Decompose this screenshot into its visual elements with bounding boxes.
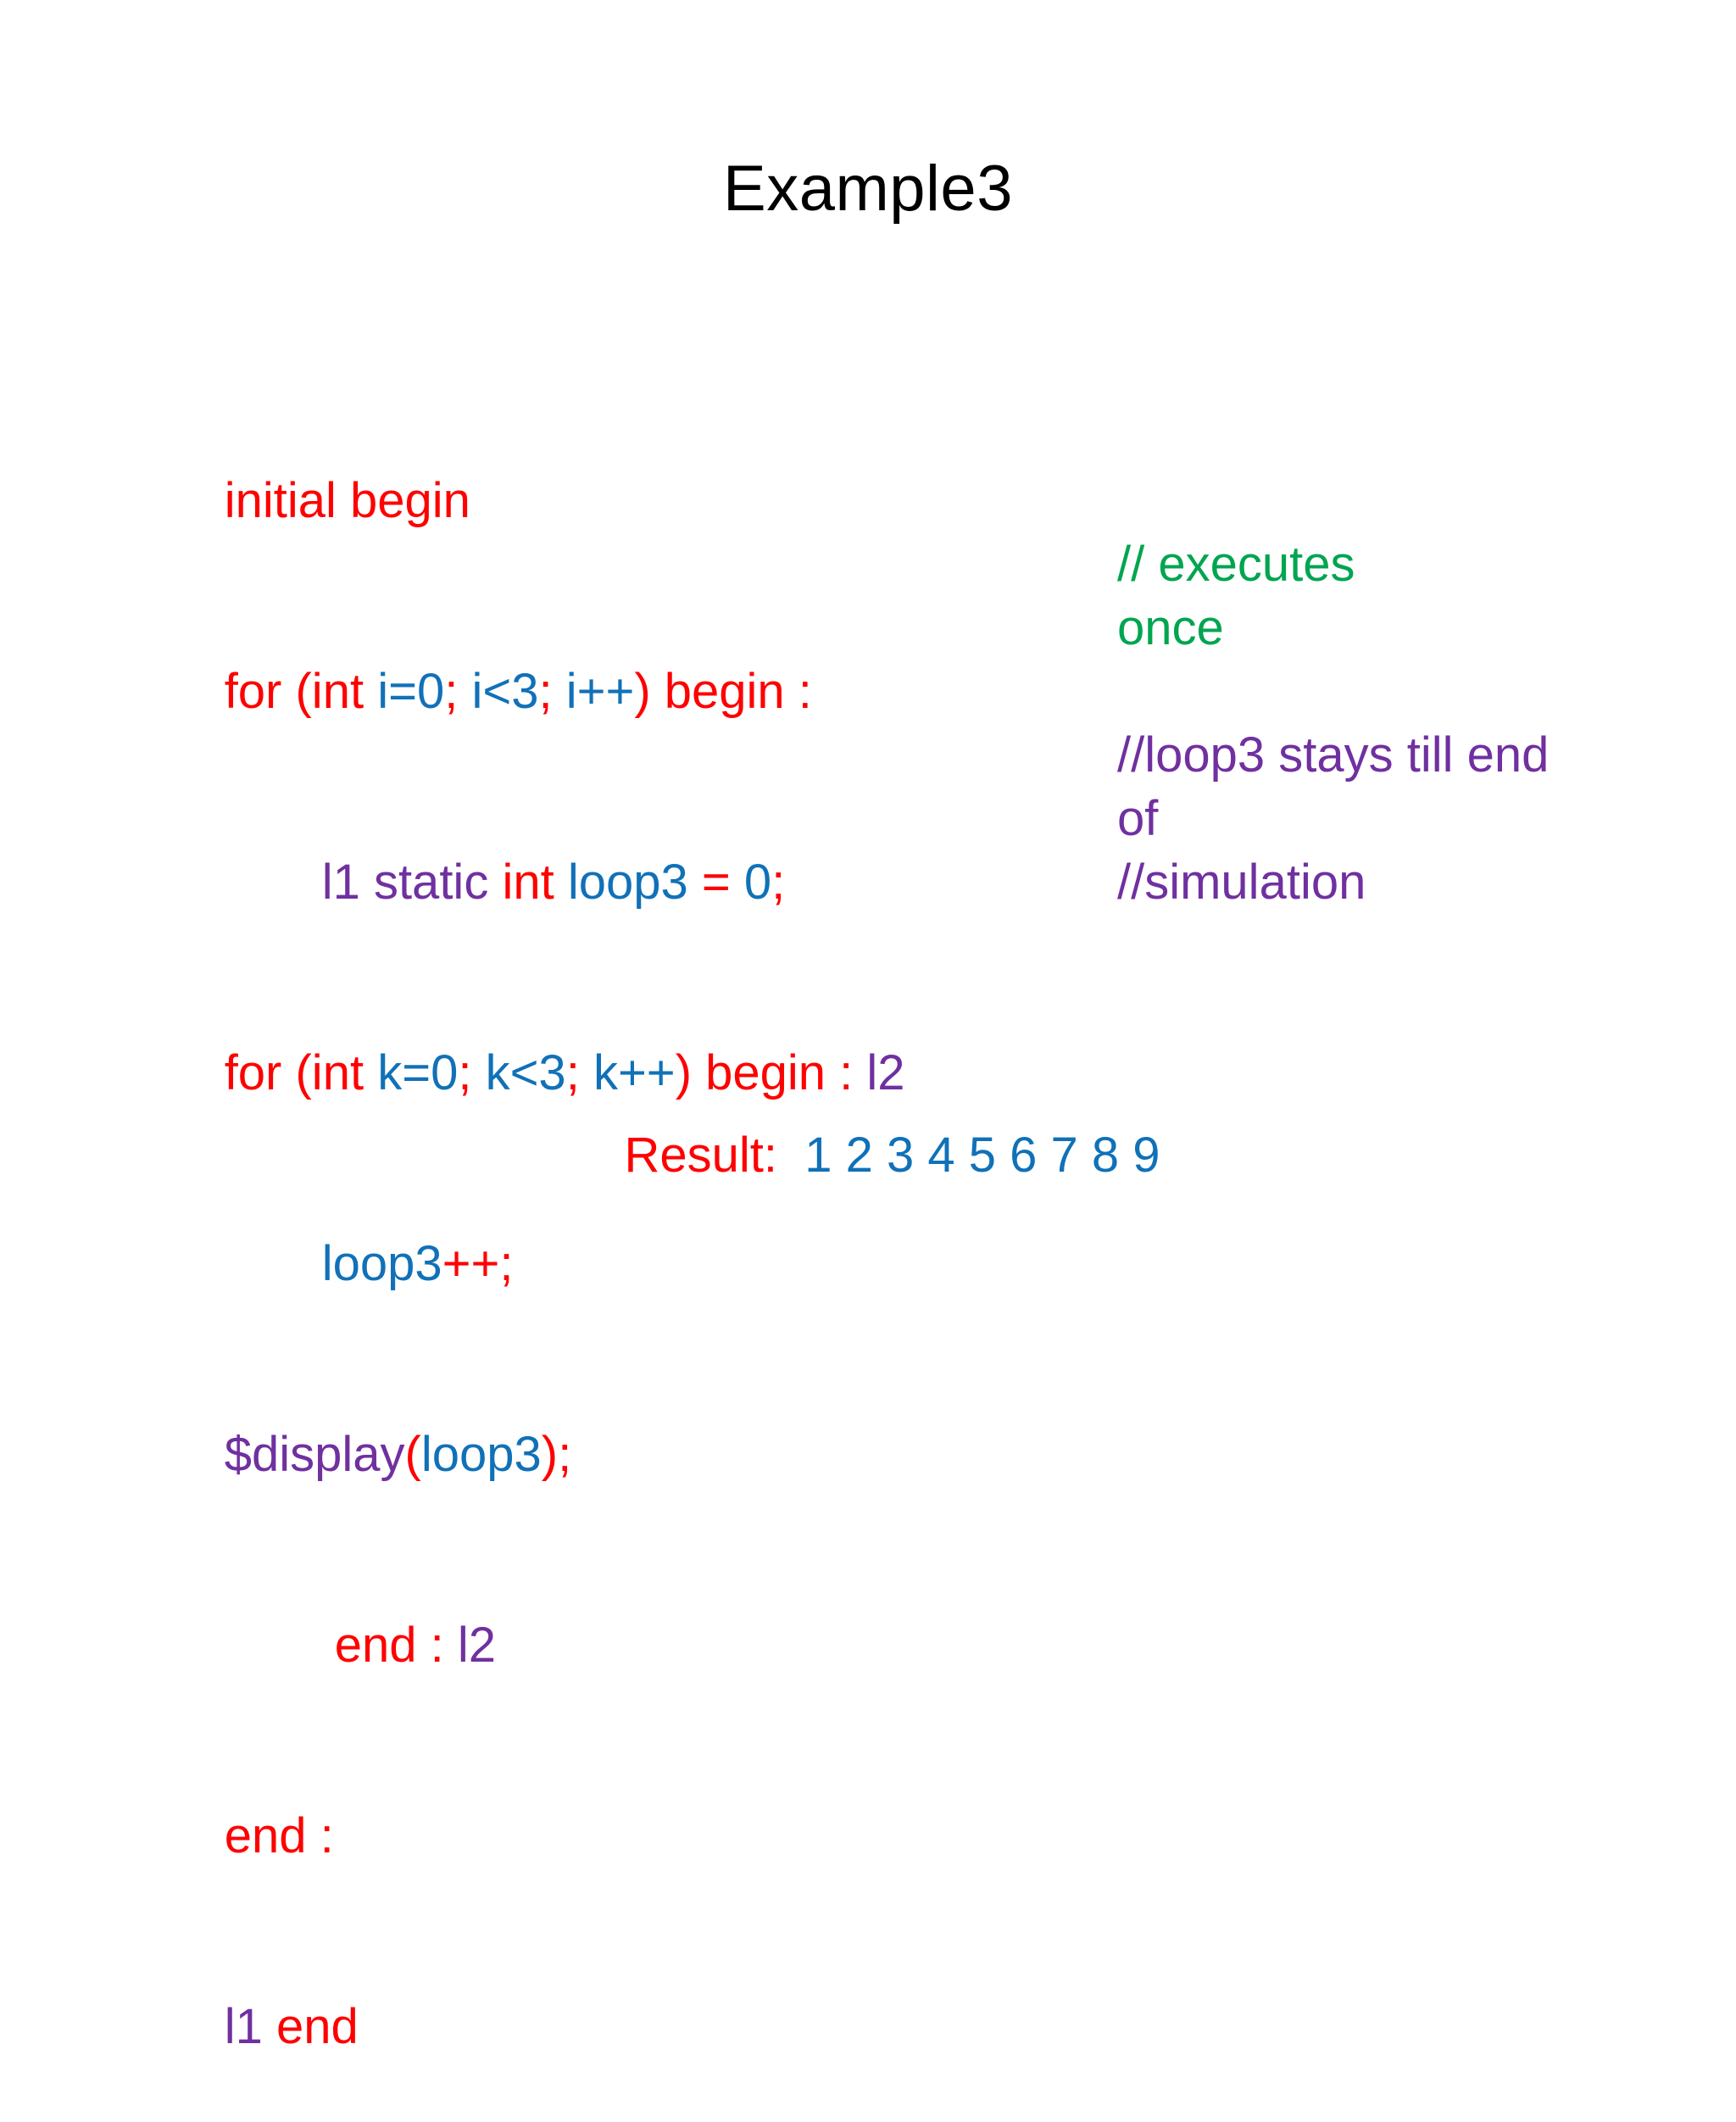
result-label: Result: [624,1128,777,1183]
code-line: $display(loop3); [142,1359,1160,1550]
code-line: l1 end [142,1931,1160,2122]
code-line: end : l2 [142,1550,1160,1740]
code-token: ; [458,1045,486,1100]
code-token: k++ [593,1045,676,1100]
code-token: ; [565,1045,593,1100]
code-token: for (int [224,664,378,719]
code-token: end [275,1999,359,2054]
code-token: k<3 [485,1045,566,1100]
slide-canvas: Example3 initial begin for (int i=0; i<3… [224,153,1736,2054]
code-token: l2 [866,1045,905,1100]
code-block: initial begin for (int i=0; i<3; i++) be… [142,405,1160,2122]
code-line: for (int k=0; k<3; k++) begin : l2 [142,977,1160,1168]
code-token: ++; [442,1236,514,1291]
code-token: ) begin : [634,664,812,719]
code-token: k= [377,1045,431,1100]
code-token: end : [334,1618,458,1673]
code-token: $display [224,1427,405,1482]
comment-line: once [1117,600,1224,655]
code-token: i<3 [471,664,539,719]
comment-line: //simulation [1117,855,1366,910]
code-token: i= [377,664,417,719]
code-token: ; [771,855,786,910]
comment-line: of [1117,791,1159,846]
code-token: ( [404,1427,421,1482]
code-token: 0 [743,855,772,910]
code-token: for (int [224,1045,378,1100]
code-token: loop3 [420,1427,542,1482]
result-spacer [777,1128,804,1183]
code-token: = [701,855,744,910]
code-token: loop3 [567,855,702,910]
comment-line: // executes [1117,537,1355,592]
result-values: 1 2 3 4 5 6 7 8 9 [804,1128,1160,1183]
code-token: l2 [457,1618,496,1673]
comments-block: // executes once //loop3 stays till end … [1117,405,1736,914]
code-line: l1 static int loop3 = 0; [142,787,1160,977]
code-token: end : [224,1808,334,1863]
code-token: ; [538,664,566,719]
code-token: loop3 [321,1236,442,1291]
code-token: 0 [431,1045,459,1100]
code-token: ); [541,1427,572,1482]
code-line: end : [142,1740,1160,1931]
code-token: 0 [416,664,445,719]
code-token: ; [444,664,472,719]
code-token: ) begin : [675,1045,867,1100]
code-token: initial begin [224,473,470,528]
result-line: Result: 1 2 3 4 5 6 7 8 9 [570,1060,1160,1250]
code-token: l1 static [321,855,503,910]
code-line: loop3++; [142,1168,1160,1359]
code-token: l1 [224,1999,276,2054]
code-line: initial begin [142,405,1160,596]
code-token: i++ [565,664,635,719]
comment-line: //loop3 stays till end [1117,727,1550,783]
code-line: for (int i=0; i<3; i++) begin : [142,596,1160,787]
code-token: int [502,855,568,910]
page-title: Example3 [723,153,1013,225]
